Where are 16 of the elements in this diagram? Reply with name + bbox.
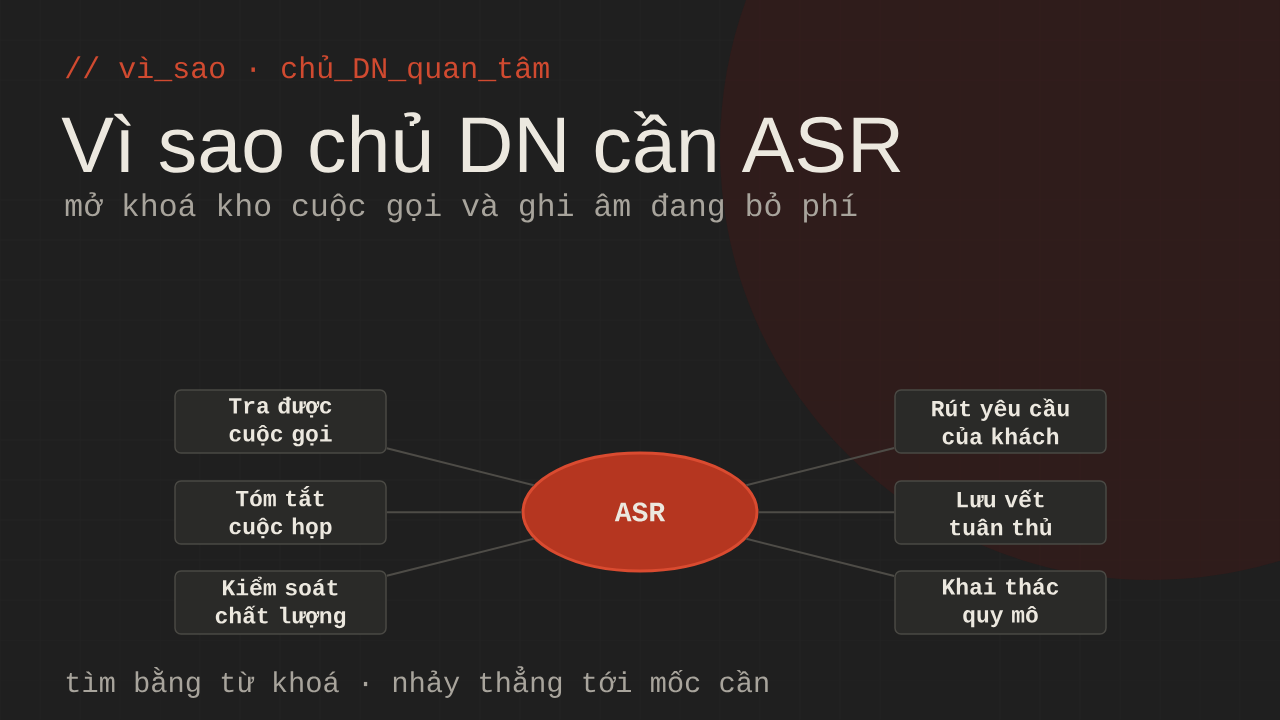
connector-line [385, 447, 535, 487]
section-tag: // vì_sao · chủ_DN_quan_tâm [65, 55, 549, 85]
subtitle: mở khoá kho cuộc gọi và ghi âm đang bỏ phí [65, 192, 857, 223]
topic-box: Tra được cuộc gọi [174, 389, 387, 454]
footer-text: tìm bằng từ khoá · nhảy thẳng tới mốc cần [66, 666, 768, 698]
topic-box: Khai thác quy mô [894, 570, 1107, 635]
title: Vì sao chủ DN cần ASR [61, 111, 901, 173]
topic-box: Lưu vết tuân thủ [894, 480, 1107, 545]
topic-box: Kiểm soát chất lượng [174, 570, 387, 635]
topic-box: Tóm tắt cuộc họp [174, 480, 387, 545]
connector-line [385, 537, 535, 577]
connector-line [757, 511, 896, 514]
topic-box: Rút yêu cầu của khách [894, 389, 1107, 454]
connector-line [745, 537, 896, 577]
connector-line [745, 447, 896, 487]
connector-line [385, 511, 523, 514]
